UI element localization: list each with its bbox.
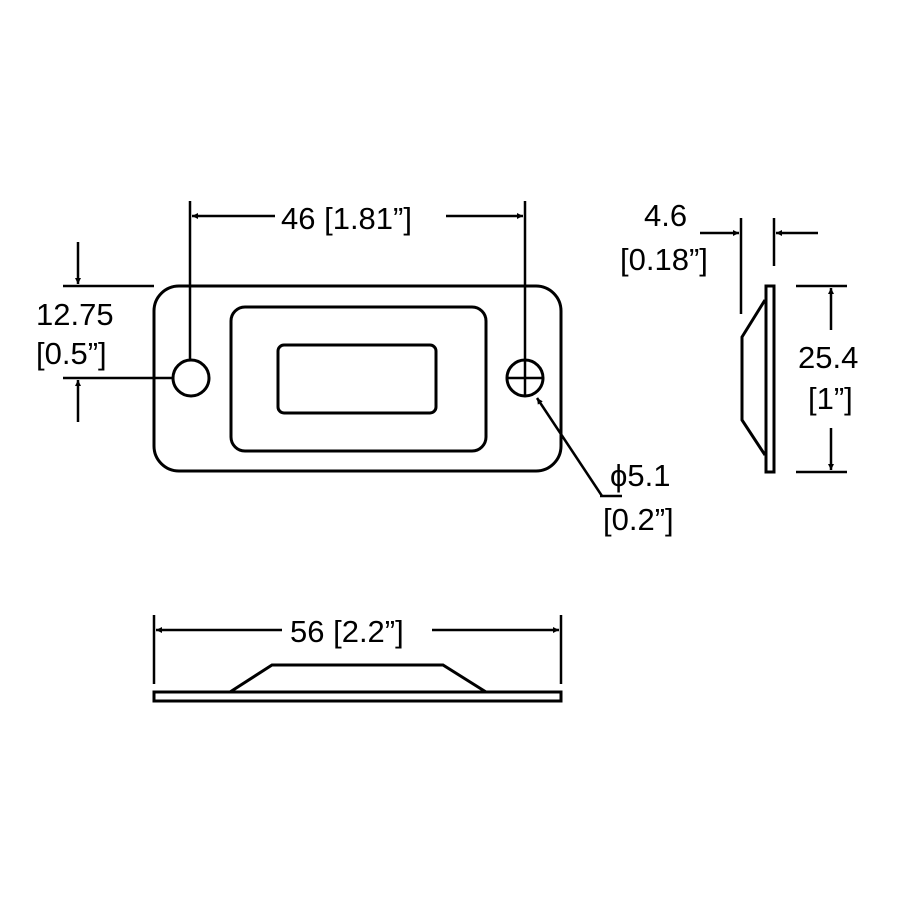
depth-imperial: [0.18”] bbox=[620, 242, 708, 277]
side-view bbox=[740, 284, 776, 474]
dimension-height: 25.4 [1”] bbox=[796, 284, 858, 474]
bottom-plate bbox=[152, 690, 563, 703]
depth-metric: 4.6 bbox=[644, 198, 687, 233]
dimension-hole-offset: 12.75 [0.5”] bbox=[36, 242, 173, 422]
side-bezel-profile bbox=[740, 299, 767, 456]
front-view bbox=[152, 284, 563, 473]
hole-diameter-metric: ϕ5.1 bbox=[610, 458, 670, 493]
bezel-outline bbox=[229, 305, 488, 453]
bottom-view bbox=[152, 663, 563, 703]
height-metric: 25.4 bbox=[798, 340, 858, 375]
side-plate bbox=[764, 284, 776, 474]
window-opening bbox=[276, 343, 438, 415]
dimension-overall-width: 56 [2.2”] bbox=[152, 614, 563, 684]
hole-offset-metric: 12.75 bbox=[36, 297, 114, 332]
bottom-bezel-profile bbox=[229, 663, 487, 694]
plate-outline bbox=[152, 284, 563, 473]
hole-diameter-imperial: [0.2”] bbox=[603, 502, 674, 537]
dimension-depth: 4.6 [0.18”] bbox=[620, 198, 818, 314]
overall-width-label: 56 [2.2”] bbox=[290, 614, 404, 649]
dimension-hole-spacing: 46 [1.81”] bbox=[188, 201, 527, 360]
hole-spacing-label: 46 [1.81”] bbox=[281, 201, 412, 236]
hole-offset-imperial: [0.5”] bbox=[36, 336, 107, 371]
height-imperial: [1”] bbox=[808, 381, 853, 416]
dimension-hole-diameter: ϕ5.1 [0.2”] bbox=[535, 397, 674, 537]
mounting-hole-left bbox=[171, 358, 211, 398]
